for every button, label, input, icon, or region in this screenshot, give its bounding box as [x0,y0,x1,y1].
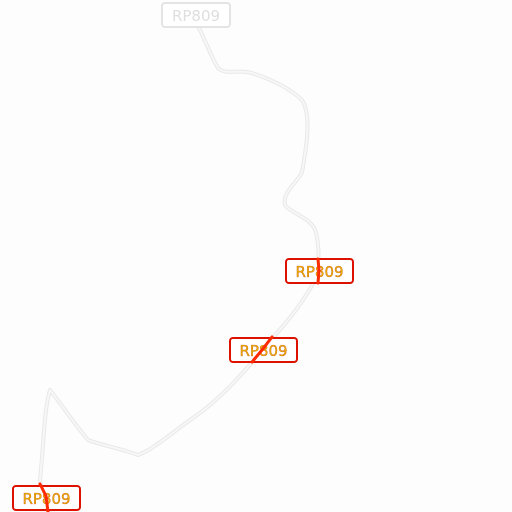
shield-label: RP809 [239,342,287,360]
road-rp809 [39,25,320,512]
highlighted-road-segment [316,257,321,285]
road-shield-rp809[interactable]: RP809 [161,2,231,28]
road-shield-rp809[interactable]: RP809 [12,482,81,512]
road-shield-rp809[interactable]: RP809 [285,257,354,285]
road-shield-rp809[interactable]: RP809 [229,335,298,364]
highlighted-road-segment [38,482,50,512]
highlighted-road-segment [250,335,274,364]
shield-label: RP809 [172,7,220,25]
shield-box [161,2,231,28]
